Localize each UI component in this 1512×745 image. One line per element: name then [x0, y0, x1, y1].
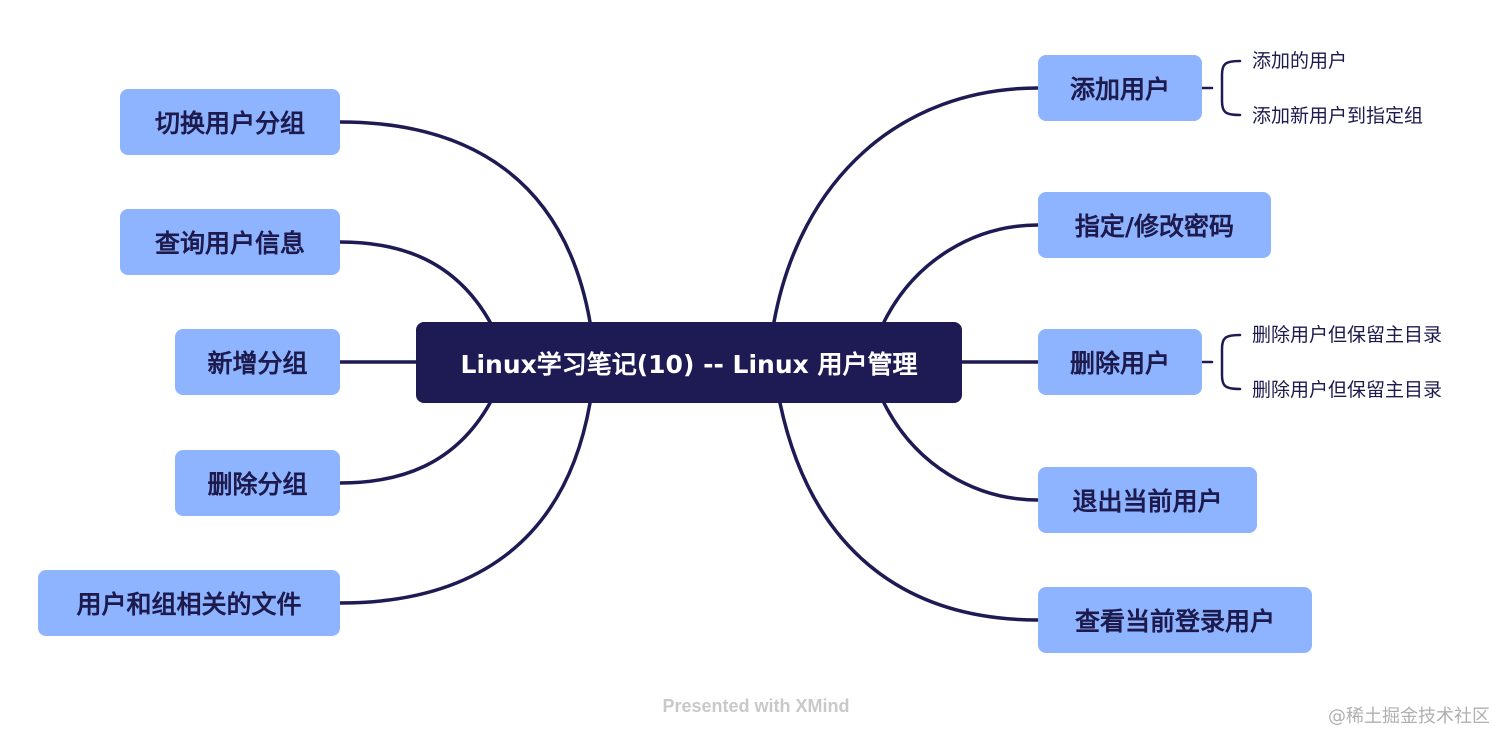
- bracket-delete-user: [1200, 333, 1242, 391]
- topic-delete-group[interactable]: 删除分组: [175, 450, 340, 516]
- connector-right-2: [882, 223, 1040, 324]
- footer-credit: Presented with XMind: [662, 696, 850, 716]
- subtopic-added-user[interactable]: 添加的用户: [1252, 50, 1348, 72]
- topic-exit-user[interactable]: 退出当前用户: [1038, 467, 1257, 533]
- subtopic-add-user-to-group[interactable]: 添加新用户到指定组: [1252, 105, 1424, 127]
- topic-add-group[interactable]: 新增分组: [175, 329, 340, 395]
- connector-left-4: [338, 401, 492, 485]
- watermark: @稀土掘金技术社区: [1328, 706, 1490, 727]
- connector-right-5: [778, 401, 1040, 622]
- subtopic-delete-keep-home-1[interactable]: 删除用户但保留主目录: [1252, 324, 1443, 346]
- connector-left-5: [338, 401, 592, 605]
- connector-right-4: [882, 401, 1040, 502]
- connector-right-1: [772, 86, 1040, 324]
- connector-left-2: [338, 240, 492, 324]
- topic-switch-group[interactable]: 切换用户分组: [120, 89, 340, 155]
- topic-query-user-info[interactable]: 查询用户信息: [120, 209, 340, 275]
- subtopic-delete-keep-home-2[interactable]: 删除用户但保留主目录: [1252, 379, 1443, 401]
- connector-left-1: [338, 120, 592, 324]
- topic-user-group-files[interactable]: 用户和组相关的文件: [38, 570, 340, 636]
- topic-delete-user[interactable]: 删除用户: [1038, 329, 1202, 395]
- central-topic[interactable]: Linux学习笔记(10) -- Linux 用户管理: [416, 322, 962, 403]
- bracket-add-user: [1200, 59, 1242, 117]
- topic-add-user[interactable]: 添加用户: [1038, 55, 1202, 121]
- topic-view-logged-in-user[interactable]: 查看当前登录用户: [1038, 587, 1312, 653]
- topic-set-password[interactable]: 指定/修改密码: [1038, 192, 1271, 258]
